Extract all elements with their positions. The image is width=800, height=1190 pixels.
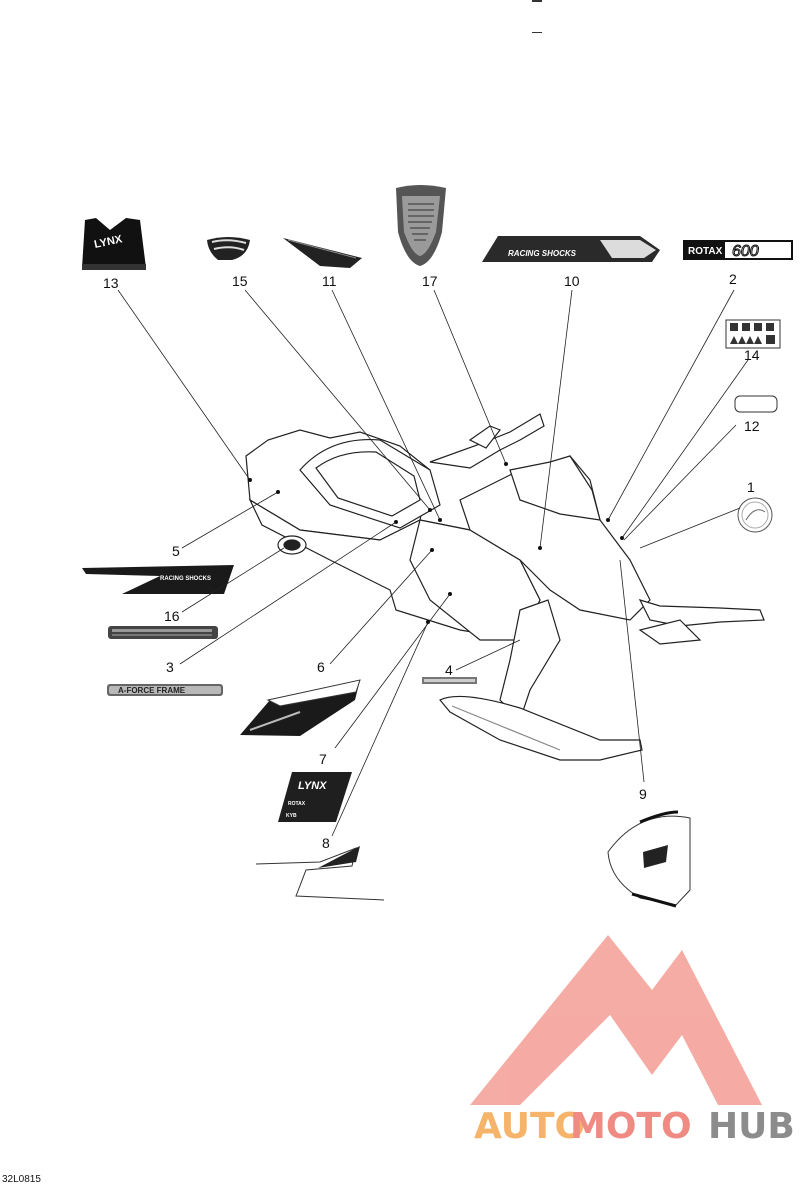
snowmobile-illustration [245,413,765,761]
decal-7-lynx-side: LYNX ROTAX KYB [278,772,352,822]
callout-8: 8 [322,835,330,851]
decal-10-racing-shocks-hood: RACING SHOCKS [482,236,660,262]
decal-5-racing-shocks-side: RACING SHOCKS [82,565,234,594]
callout-7: 7 [319,751,327,767]
callout-11: 11 [322,273,337,289]
callout-6: 6 [317,659,325,675]
decal-15-badge [207,237,250,260]
decal-10-text: RACING SHOCKS [508,249,577,258]
decal-12-blank-label [734,395,778,413]
callout-3: 3 [166,659,174,675]
decal-7-rotax-text: ROTAX [288,801,306,807]
decal-11-stripe [283,238,362,268]
callout-17: 17 [422,273,438,289]
callout-1: 1 [747,479,755,495]
drawing-code: 32L0815 [2,1174,41,1185]
page-edge-marks [528,0,544,40]
decal-13-lynx-text: LYNX [93,233,124,251]
decal-2-rotax-600: ROTAX 600 [683,240,793,261]
decal-7-lynx-text: LYNX [298,780,327,792]
decal-1-round-emblem [737,497,773,533]
callout-4: 4 [445,662,453,678]
decal-6-side-panel [240,679,361,736]
watermark-logo-shape [470,935,762,1105]
callout-12: 12 [744,418,760,434]
decal-2-rotax-text: ROTAX [688,246,723,257]
decal-16-strip [108,626,218,639]
decal-8-side-outline [255,846,385,901]
decal-7-kyb-text: KYB [286,813,297,819]
leader-lines [117,289,749,837]
decal-9-nose-outline [607,810,691,908]
watermark-text-hub: HUB [708,1106,795,1147]
decal-14-safety-pictograms [725,319,781,349]
decal-13-lynx-hood: LYNX [82,218,146,270]
callout-15: 15 [232,273,248,289]
callout-14: 14 [744,347,760,363]
callout-labels: 13 15 11 17 10 2 14 12 1 5 16 3 6 4 7 8 … [103,271,760,851]
callout-9: 9 [639,786,647,802]
watermark-text-auto: AUTO [474,1106,586,1147]
leader-dots [248,462,624,624]
decal-3-aforce-frame: A-FORCE FRAME [107,684,223,696]
decal-17-warning-label [396,185,446,266]
decal-3-text: A-FORCE FRAME [118,686,186,695]
decal-2-600-text: 600 [732,243,759,260]
callout-10: 10 [564,273,580,289]
decal-5-text: RACING SHOCKS [160,576,211,582]
callout-16: 16 [164,608,180,624]
callout-2: 2 [729,271,737,287]
watermark-text-moto: MOTO [570,1106,692,1147]
callout-5: 5 [172,543,180,559]
callout-13: 13 [103,275,119,291]
decal-4-small-strip [422,677,477,684]
